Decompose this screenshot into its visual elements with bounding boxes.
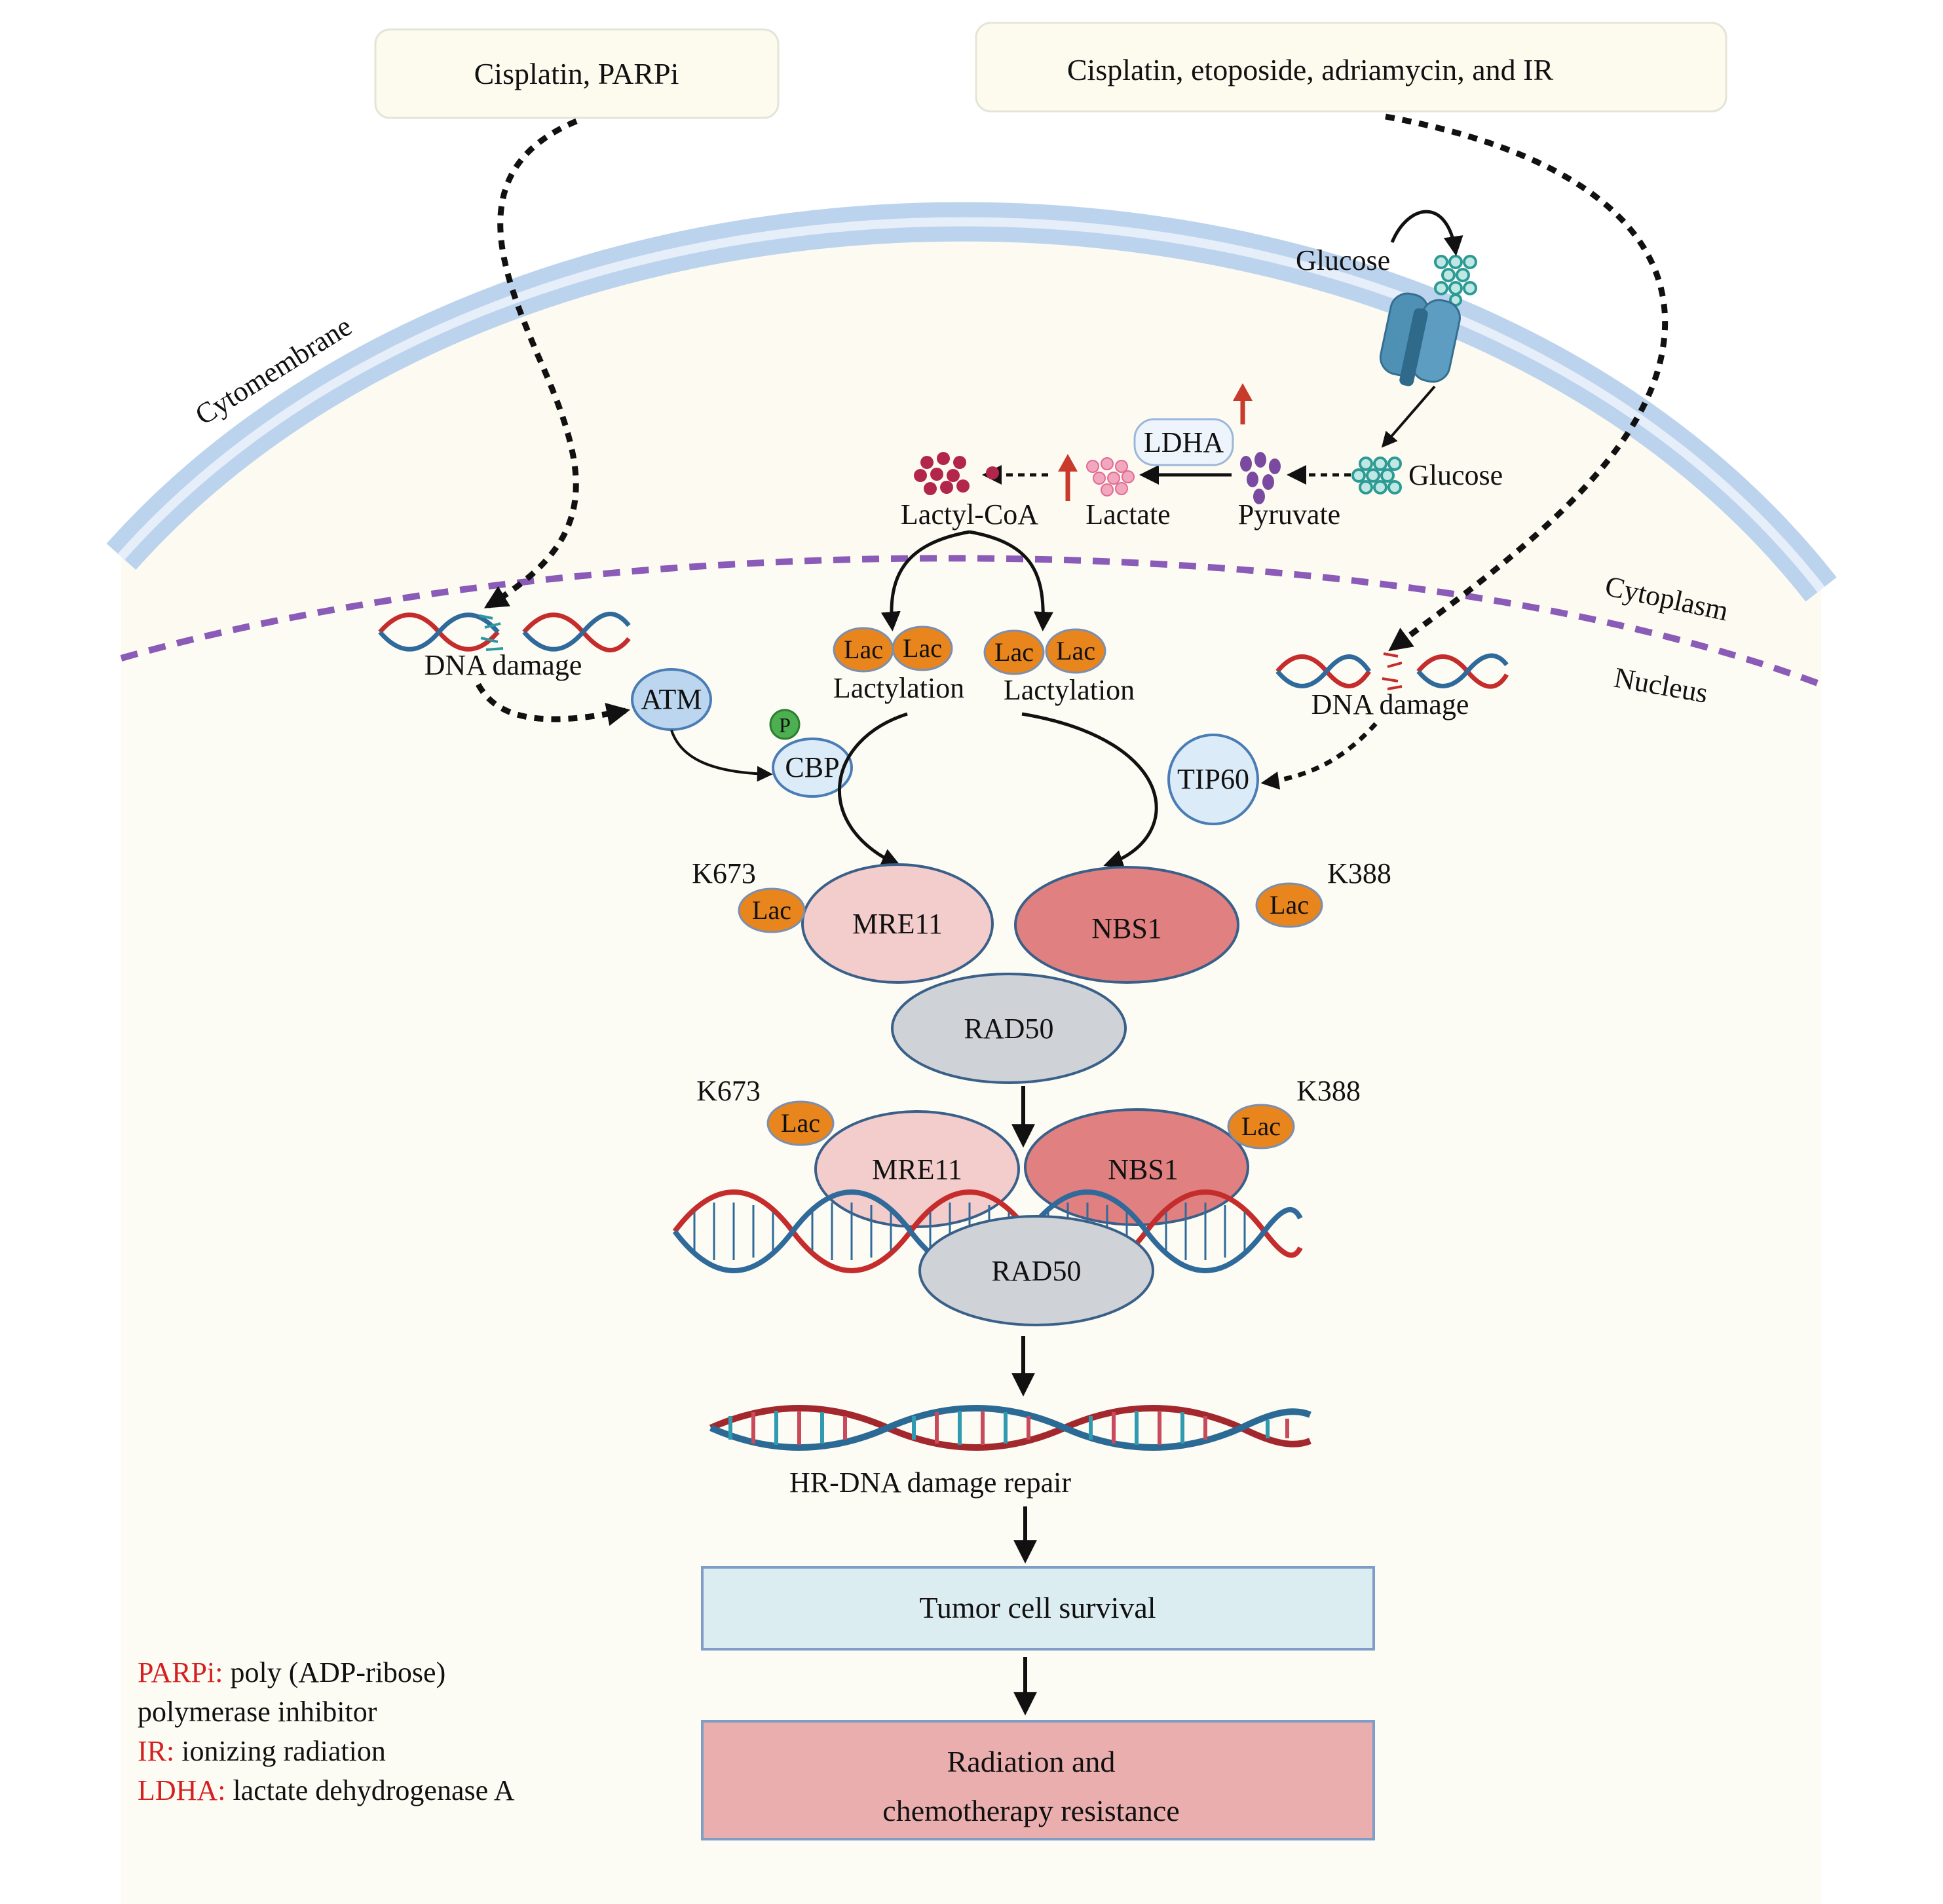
- glucose-entry-arrow: [1390, 210, 1463, 256]
- mre11-bottom-label: MRE11: [872, 1153, 962, 1185]
- ldha-enzyme: LDHA: [1133, 418, 1234, 466]
- site-k388-bottom: K388: [1296, 1075, 1361, 1107]
- legend-text: ionizing radiation: [174, 1735, 386, 1767]
- atm-label: ATM: [641, 683, 702, 715]
- legend-text: lactate dehydrogenase A: [225, 1774, 514, 1806]
- lactylation-right-label: Lactylation: [1004, 674, 1135, 706]
- rad50-top: [891, 973, 1127, 1084]
- lac-label: Lac: [994, 637, 1034, 667]
- lac-pair-left: Lac Lac: [833, 625, 953, 673]
- lactate-label: Lactate: [1085, 498, 1170, 531]
- drug-right-arrow: [1385, 113, 1669, 652]
- glucose-outside-label: Glucose: [1296, 244, 1390, 276]
- mre11-top-label: MRE11: [852, 908, 943, 940]
- phospho-label: P: [779, 713, 791, 737]
- lac-pair-right: Lac Lac: [983, 628, 1106, 675]
- drug-left-arrow: [483, 118, 579, 608]
- tip60-protein: TIP60: [1167, 734, 1259, 825]
- cytomembrane: [106, 202, 1837, 602]
- dna-damage-right-label: DNA damage: [1311, 688, 1469, 720]
- phospho-badge: P: [769, 709, 801, 740]
- glucose-molecules-inside: [1351, 457, 1402, 495]
- tip60-label: TIP60: [1177, 763, 1249, 795]
- legend-abbr: LDHA:: [138, 1774, 225, 1806]
- pyruvate-label: Pyruvate: [1238, 498, 1340, 531]
- pyruvate-molecules: [1240, 452, 1281, 504]
- ldha-up-arrow-icon: [1233, 383, 1253, 424]
- abbreviation-legend: PARPi: poly (ADP-ribose) polymerase inhi…: [138, 1656, 515, 1806]
- atm-protein: ATM: [631, 668, 712, 731]
- legend-line-1: PARPi: poly (ADP-ribose): [138, 1656, 445, 1689]
- mrn-complex-bottom: MRE11 NBS1 RAD50 Lac Lac K673 K388: [672, 1075, 1361, 1326]
- legend-abbr: IR:: [138, 1735, 174, 1767]
- nbs1-top: [1014, 866, 1239, 984]
- site-k388-top: K388: [1327, 857, 1391, 889]
- repair-label: HR-DNA damage repair: [789, 1466, 1071, 1499]
- legend-line-3: IR: ionizing radiation: [138, 1735, 386, 1767]
- cbp-to-mre11-arrow: [837, 712, 908, 867]
- nbs1-bottom-label: NBS1: [1108, 1153, 1179, 1185]
- rad50-top-label: RAD50: [964, 1013, 1054, 1045]
- lactylcoa-to-lactylation-right-arrow: [969, 530, 1053, 631]
- site-k673-bottom: K673: [696, 1075, 761, 1107]
- lac-mre11-bottom: [766, 1100, 835, 1146]
- lactylcoa-to-lactylation-left-arrow: [880, 530, 970, 631]
- resistance-label-line1: Radiation and: [947, 1745, 1116, 1778]
- lac-mre11-top: [738, 887, 806, 933]
- mrn-complex-top: MRE11 NBS1 RAD50 Lac Lac K673 K388: [692, 857, 1391, 1084]
- resistance-label-line2: chemotherapy resistance: [882, 1794, 1179, 1827]
- dna-damage-right-icon: [1275, 652, 1509, 690]
- lactyl-coa-label: Lactyl-CoA: [901, 498, 1038, 531]
- rad50-bottom: [918, 1215, 1154, 1326]
- glucose-inside-label: Glucose: [1408, 459, 1503, 491]
- lac-label: Lac: [1241, 1111, 1281, 1141]
- lac-label: Lac: [752, 895, 791, 925]
- resistance-box: Radiation and chemotherapy resistance: [701, 1720, 1375, 1840]
- repaired-dna-helix: [709, 1405, 1311, 1451]
- legend-abbr: PARPi:: [138, 1656, 223, 1689]
- legend-text: poly (ADP-ribose): [223, 1656, 445, 1689]
- legend-text: polymerase inhibitor: [138, 1696, 377, 1728]
- lac-nbs1-bottom: [1227, 1104, 1295, 1149]
- drug-box-right: Cisplatin, etoposide, adriamycin, and IR: [975, 22, 1727, 113]
- lac-nbs1-top: [1255, 882, 1323, 928]
- dna-damage-left-icon: [378, 612, 631, 652]
- transport-arrow: [1381, 385, 1436, 448]
- site-k673-top: K673: [692, 857, 756, 889]
- lactate-up-arrow-icon: [1058, 454, 1078, 501]
- lac-label: Lac: [781, 1108, 820, 1138]
- lac-label: Lac: [903, 633, 942, 663]
- lactate-molecules: [1086, 457, 1135, 496]
- survival-label: Tumor cell survival: [919, 1591, 1156, 1624]
- drug-box-right-text: Cisplatin, etoposide, adriamycin, and IR: [1067, 53, 1554, 86]
- nbs1-top-label: NBS1: [1091, 912, 1162, 944]
- dna-damage-left-label: DNA damage: [424, 649, 582, 681]
- dnadamage-to-tip60-arrow: [1260, 722, 1378, 790]
- lac-label: Lac: [844, 635, 883, 664]
- cbp-protein: CBP: [772, 737, 853, 798]
- glucose-transporter-icon: [1379, 292, 1461, 386]
- mre11-top: [801, 863, 994, 984]
- cbp-label: CBP: [785, 751, 839, 783]
- nuclear-envelope: [120, 555, 1822, 688]
- rad50-bottom-label: RAD50: [992, 1255, 1082, 1287]
- drug-box-left: Cisplatin, PARPi: [374, 28, 780, 119]
- legend-line-4: LDHA: lactate dehydrogenase A: [138, 1774, 515, 1806]
- lactyl-coa-molecules: [914, 452, 999, 495]
- ldha-label: LDHA: [1144, 426, 1224, 458]
- atm-to-cbp-arrow: [670, 730, 773, 782]
- tip60-to-nbs1-arrow: [1021, 712, 1158, 869]
- lac-label: Lac: [1056, 636, 1095, 665]
- glucose-molecules-outside: [1434, 255, 1477, 307]
- legend-line-2: polymerase inhibitor: [138, 1696, 377, 1728]
- lac-label: Lac: [1270, 890, 1309, 920]
- survival-box: Tumor cell survival: [701, 1566, 1375, 1651]
- drug-box-left-text: Cisplatin, PARPi: [474, 57, 679, 90]
- lactylation-left-label: Lactylation: [833, 672, 964, 704]
